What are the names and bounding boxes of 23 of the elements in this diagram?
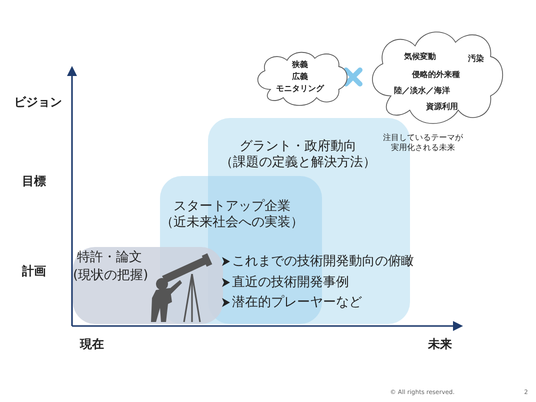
node-text: （近未来社会への実装） [160, 216, 304, 231]
axis-label: 未来 [428, 337, 452, 352]
node-text: 汚染 [468, 54, 484, 64]
bullet-text: これまでの技術開発動向の俯瞰 [232, 254, 414, 270]
node-text: モニタリング [276, 84, 324, 94]
node-text: 狭義 [292, 60, 308, 70]
axis-label: ビジョン [14, 95, 62, 110]
axis-label: 現在 [80, 337, 104, 352]
node-text: （課題の定義と解決方法） [220, 156, 376, 171]
bullet-text: 直近の技術開発事例 [232, 275, 349, 291]
node-text: スタートアップ企業 [174, 200, 290, 215]
node-text: 広義 [292, 72, 308, 82]
node-text: 資源利用 [426, 102, 458, 112]
node-text: (現状の把握) [73, 269, 148, 284]
bullet-text: 潜在的プレーヤーなど [232, 295, 362, 311]
node-text: 気候変動 [404, 52, 436, 62]
node-text: 特許・論文 [77, 251, 142, 266]
node-text: 陸／淡水／海洋 [394, 86, 450, 96]
note-text: 注目しているテーマが実用化される未来 [382, 133, 464, 152]
axis-label: 計画 [22, 264, 46, 278]
axis-label: 目標 [22, 174, 46, 188]
node-text: 侵略的外来種 [412, 70, 460, 80]
node-text: グラント・政府動向 [240, 140, 356, 155]
